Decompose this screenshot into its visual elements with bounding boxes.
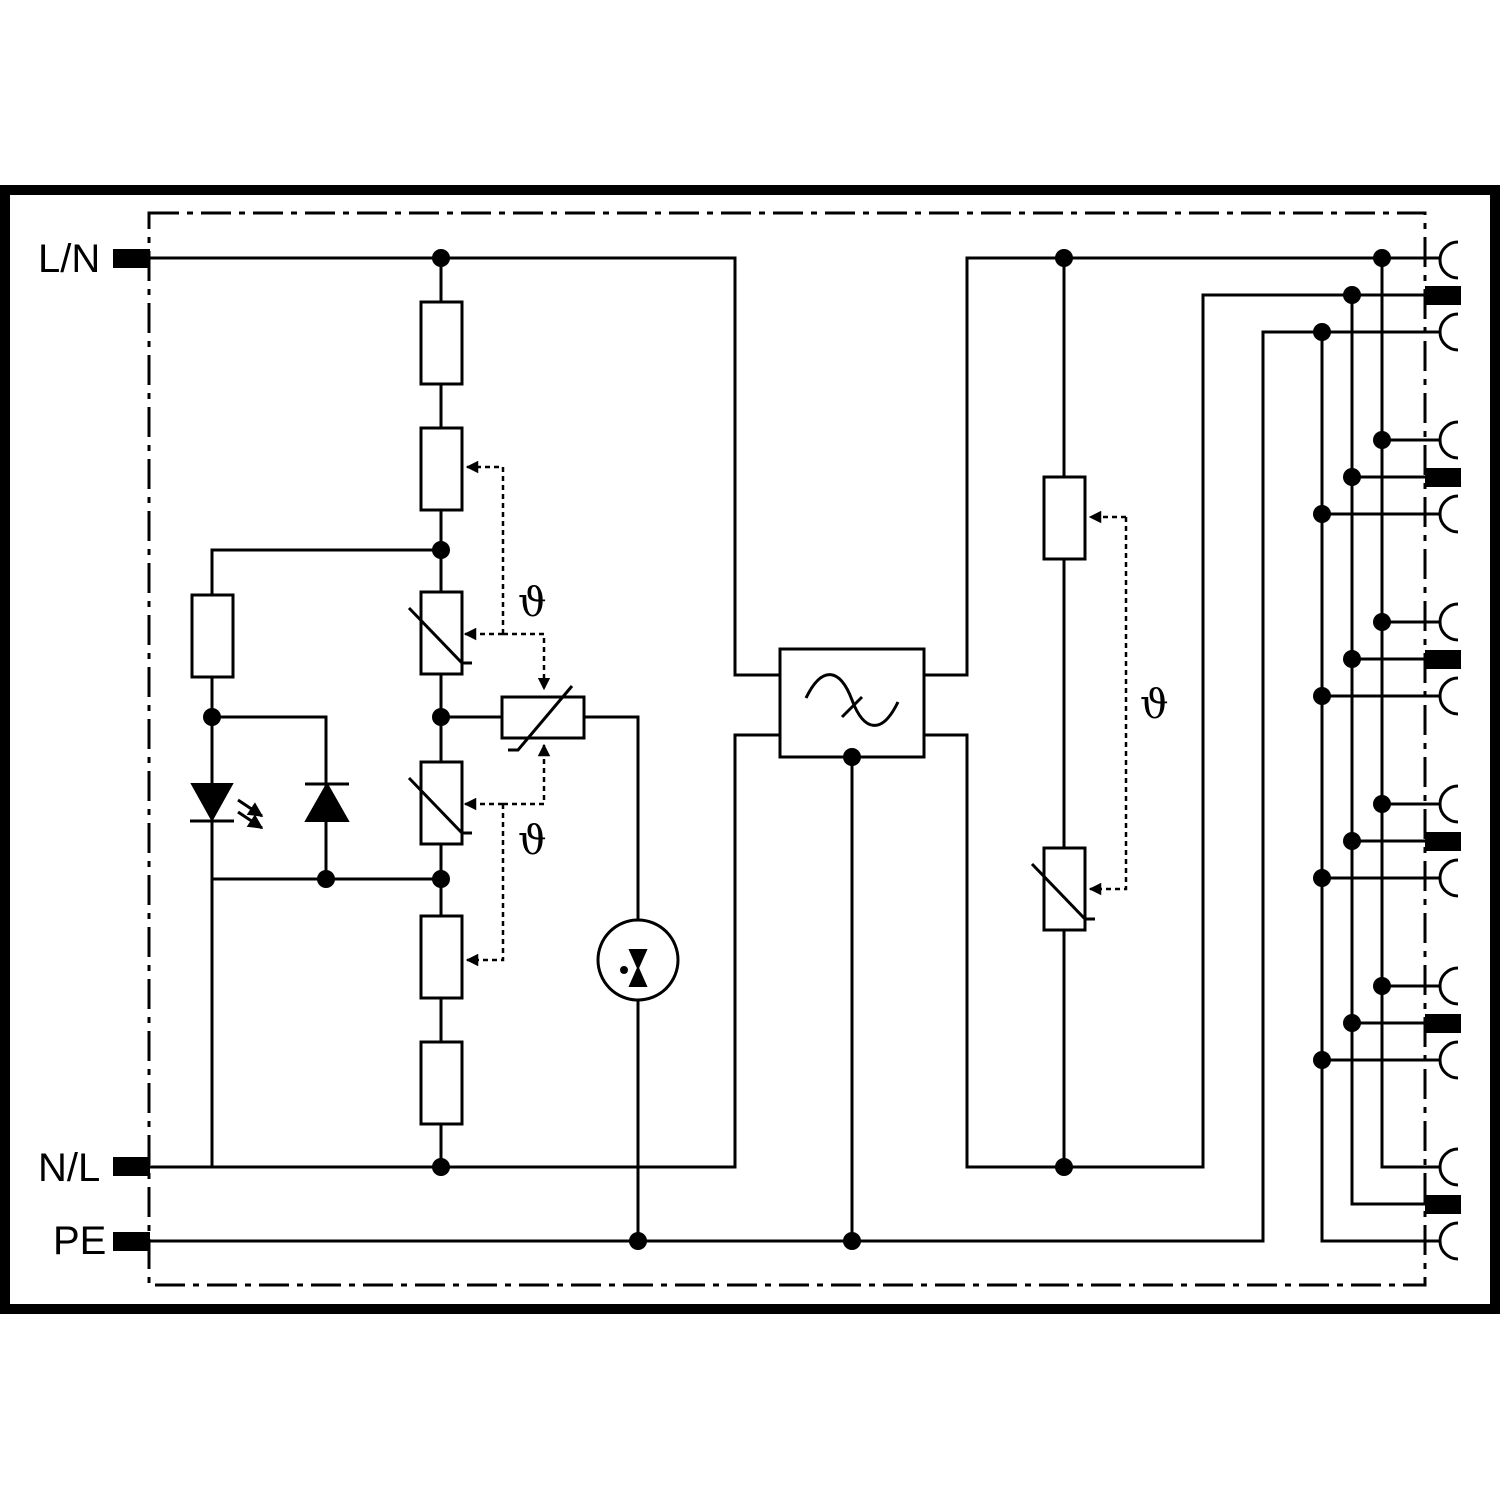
earth-input-terminal (113, 1232, 150, 1251)
thermal-fuse-2 (419, 914, 464, 1000)
terminal-label-earth: PE (53, 1219, 106, 1263)
diode-icon (304, 781, 350, 822)
resistor-indicator (190, 593, 235, 679)
fuse-2 (419, 1040, 464, 1126)
main-wiring (148, 256, 1442, 1243)
temperature-symbol-upper: ϑ (518, 580, 547, 626)
output-socket-5 (1425, 966, 1461, 1080)
neutral-input-terminal (113, 1157, 150, 1176)
output-socket-6 (1425, 1147, 1461, 1261)
fuse-1 (419, 300, 464, 386)
device-enclosure (147, 211, 1427, 1287)
thermal-coupling-lines (463, 460, 1128, 967)
emi-filter-block (778, 647, 926, 759)
junction-dots (203, 249, 1391, 1250)
line-input-terminal (113, 249, 150, 268)
thermal-fuse-1 (419, 426, 464, 512)
varistor-2 (407, 760, 472, 846)
varistor-1 (407, 590, 472, 676)
thermal-fuse-3 (1042, 475, 1087, 561)
terminal-label-neutral: N/L (38, 1146, 100, 1190)
led-icon (190, 783, 264, 830)
temperature-symbol-lower: ϑ (518, 818, 547, 864)
terminal-label-line: L/N (38, 237, 100, 281)
temperature-symbol-right: ϑ (1140, 682, 1169, 728)
output-socket-1 (1425, 240, 1461, 352)
output-taps (1320, 438, 1442, 1062)
output-socket-2 (1425, 420, 1461, 534)
diagram-frame (0, 185, 1500, 1314)
varistor-3 (1030, 846, 1095, 932)
varistor-horizontal (500, 685, 586, 752)
gas-discharge-tube-icon (596, 918, 680, 1002)
output-socket-4 (1425, 784, 1461, 898)
output-socket-3 (1425, 602, 1461, 716)
